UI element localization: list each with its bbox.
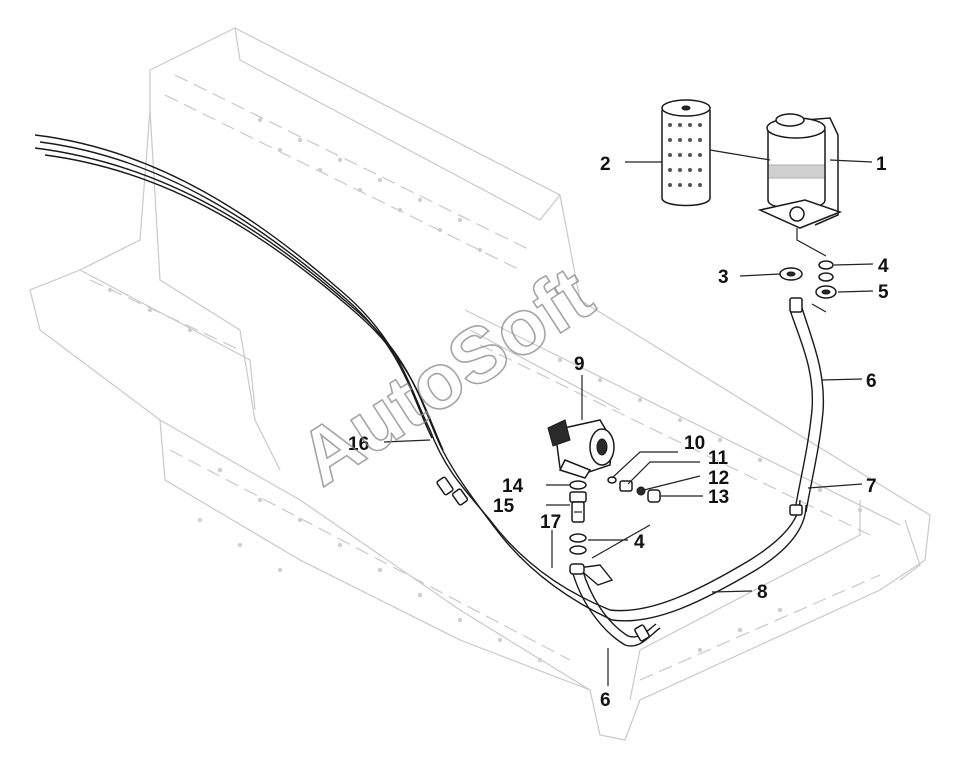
hose-8 — [489, 499, 807, 622]
part-3-washer — [779, 267, 803, 281]
part-4-o-rings-lower — [569, 533, 587, 555]
hose-bundle-16 — [34, 134, 496, 529]
callout-6-upper: 6 — [866, 371, 877, 392]
part-9-pump — [547, 419, 615, 479]
parts-10-13-fittings — [607, 476, 661, 503]
part-1-reservoir — [757, 113, 843, 229]
part-4-o-ring-upper — [818, 260, 834, 282]
hose-17-end — [569, 563, 585, 575]
callout-14: 14 — [502, 476, 524, 497]
hose-17 — [569, 563, 614, 586]
callout-labels: 1 2 3 4 5 6 7 8 9 10 11 12 13 14 15 16 1… — [348, 154, 889, 711]
callout-13: 13 — [708, 487, 729, 508]
callout-15: 15 — [493, 496, 515, 517]
callout-4-lower: 4 — [634, 532, 645, 553]
frame-holes — [107, 117, 863, 663]
hose-16-fittings — [436, 297, 803, 642]
callout-2: 2 — [600, 154, 611, 175]
callout-4-upper: 4 — [878, 256, 889, 277]
callout-12: 12 — [708, 468, 729, 489]
callout-11: 11 — [708, 448, 729, 469]
hose-6-upper — [789, 307, 825, 513]
callout-6-lower: 6 — [600, 690, 611, 711]
part-2-filter-element — [661, 99, 711, 207]
leader-lines — [383, 149, 874, 686]
callout-16: 16 — [348, 434, 369, 455]
callout-5: 5 — [878, 282, 889, 303]
callout-3: 3 — [718, 267, 729, 288]
callout-10: 10 — [684, 433, 705, 454]
callout-7: 7 — [866, 476, 877, 497]
chassis-frame — [29, 27, 931, 741]
callout-9: 9 — [574, 354, 585, 375]
callout-1: 1 — [876, 154, 887, 175]
parts-14-15-fitting — [569, 480, 587, 523]
part-5-nut — [815, 285, 837, 299]
callout-8: 8 — [757, 582, 768, 603]
callout-17: 17 — [540, 512, 561, 533]
